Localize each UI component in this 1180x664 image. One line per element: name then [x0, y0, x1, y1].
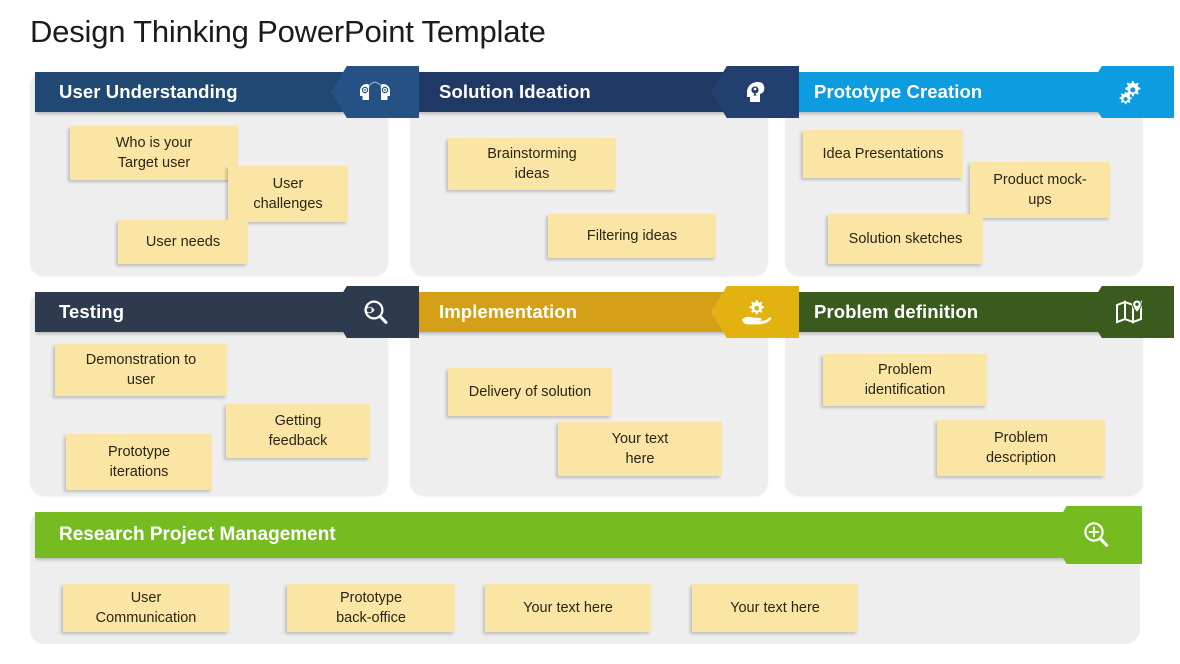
note-text: Product mock-ups: [993, 172, 1087, 208]
zoom-in-magnifier-icon: [1050, 506, 1142, 564]
note-box[interactable]: Your text here: [485, 584, 651, 632]
card-header[interactable]: Prototype Creation: [790, 72, 1143, 112]
card-title: Implementation: [439, 301, 578, 322]
card-title: Problem definition: [814, 301, 979, 322]
card-header[interactable]: Problem definition: [790, 292, 1143, 332]
banner-header[interactable]: Research Project Management: [35, 512, 1140, 558]
card-header[interactable]: Testing: [35, 292, 388, 332]
map-location-icon: [1086, 286, 1174, 338]
card-title: Solution Ideation: [439, 81, 591, 102]
page-title: Design Thinking PowerPoint Template: [30, 14, 546, 49]
note-text: Your text here: [730, 600, 820, 616]
note-box[interactable]: Your text here: [692, 584, 858, 632]
note-box[interactable]: Idea Presentations: [803, 130, 963, 178]
note-text: User needs: [145, 234, 221, 250]
two-heads-gears-icon: [331, 66, 419, 118]
banner-title: Research Project Management: [59, 524, 336, 545]
card-header[interactable]: User Understanding: [35, 72, 388, 112]
note-text: Your text here: [523, 600, 613, 616]
card-title: User Understanding: [59, 81, 238, 102]
note-box[interactable]: Solution sketches: [828, 214, 983, 264]
gears-icon: [1086, 66, 1174, 118]
card-header[interactable]: Solution Ideation: [415, 72, 768, 112]
note-text: Filtering ideas: [586, 228, 678, 244]
note-text: Idea Presentations: [822, 146, 944, 162]
note-box[interactable]: User needs: [118, 220, 248, 264]
head-idea-pin-icon: [711, 66, 799, 118]
note-box[interactable]: Product mock-ups: [970, 162, 1110, 218]
card-title: Testing: [59, 301, 125, 322]
note-box[interactable]: Delivery of solution: [448, 368, 612, 416]
note-text: Solution sketches: [848, 231, 963, 247]
eye-magnifier-icon: [331, 286, 419, 338]
card-header[interactable]: Implementation: [415, 292, 768, 332]
note-box[interactable]: Filtering ideas: [548, 214, 716, 258]
hand-gear-icon: [711, 286, 799, 338]
note-text: Delivery of solution: [468, 384, 592, 400]
card-title: Prototype Creation: [814, 81, 983, 102]
